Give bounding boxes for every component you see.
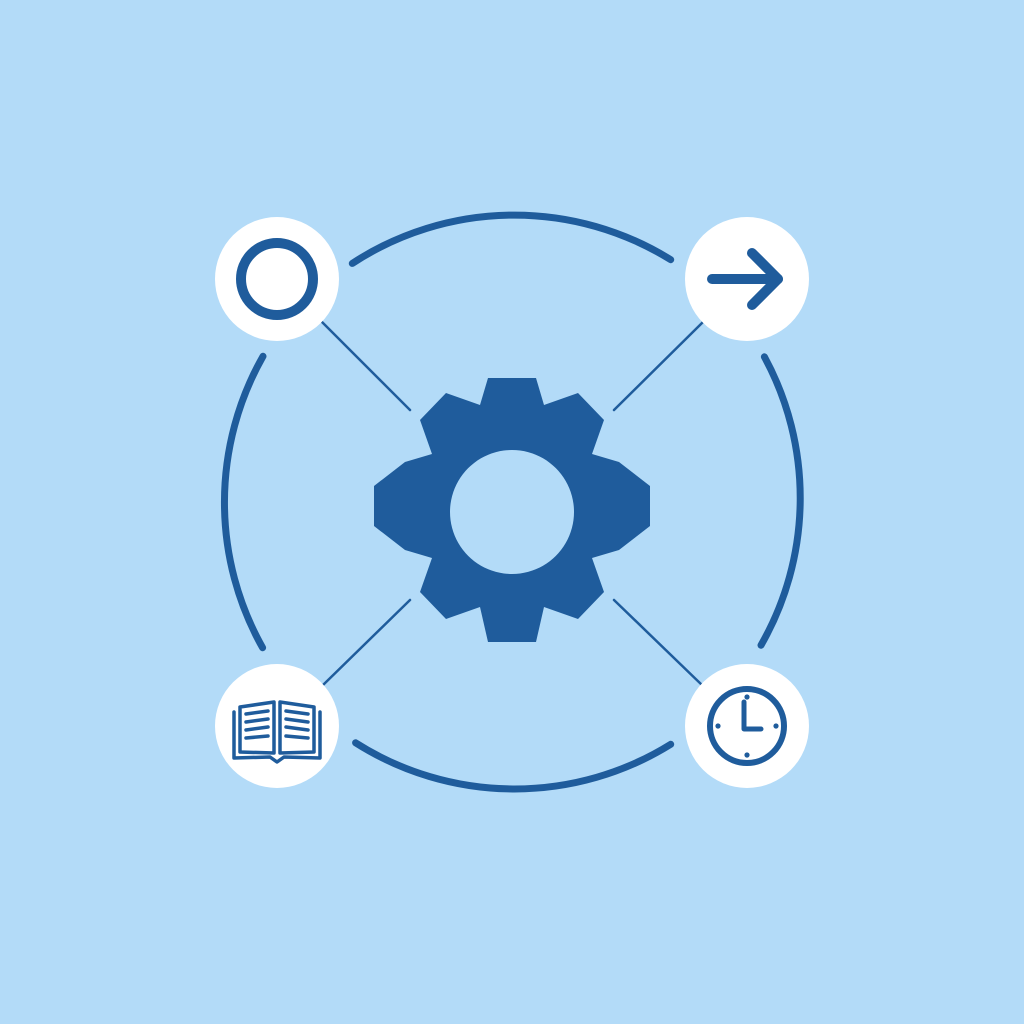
arrow-right-icon bbox=[707, 248, 783, 310]
clock-icon bbox=[707, 686, 787, 766]
connector-lines bbox=[320, 320, 705, 688]
connector-top-left bbox=[320, 320, 412, 412]
clock-tick-marks bbox=[715, 694, 779, 758]
ring-arc-top bbox=[348, 211, 675, 267]
connector-bottom-left bbox=[320, 598, 412, 688]
node-top-right[interactable] bbox=[685, 217, 809, 341]
node-circle-bottom-right bbox=[685, 664, 809, 788]
node-top-left[interactable] bbox=[215, 217, 339, 341]
gear-icon bbox=[374, 378, 650, 642]
node-bottom-left[interactable] bbox=[215, 664, 339, 788]
ring-arc-left bbox=[220, 352, 267, 652]
ring-arc-right bbox=[757, 353, 804, 649]
node-circle-top-left bbox=[215, 217, 339, 341]
circle-icon bbox=[236, 238, 318, 320]
outer-ring bbox=[220, 211, 804, 793]
ring-arc-bottom bbox=[352, 739, 675, 793]
connector-bottom-right bbox=[612, 598, 705, 688]
connector-top-right bbox=[612, 320, 705, 412]
node-bottom-right[interactable] bbox=[685, 664, 809, 788]
open-book-icon bbox=[232, 700, 322, 764]
